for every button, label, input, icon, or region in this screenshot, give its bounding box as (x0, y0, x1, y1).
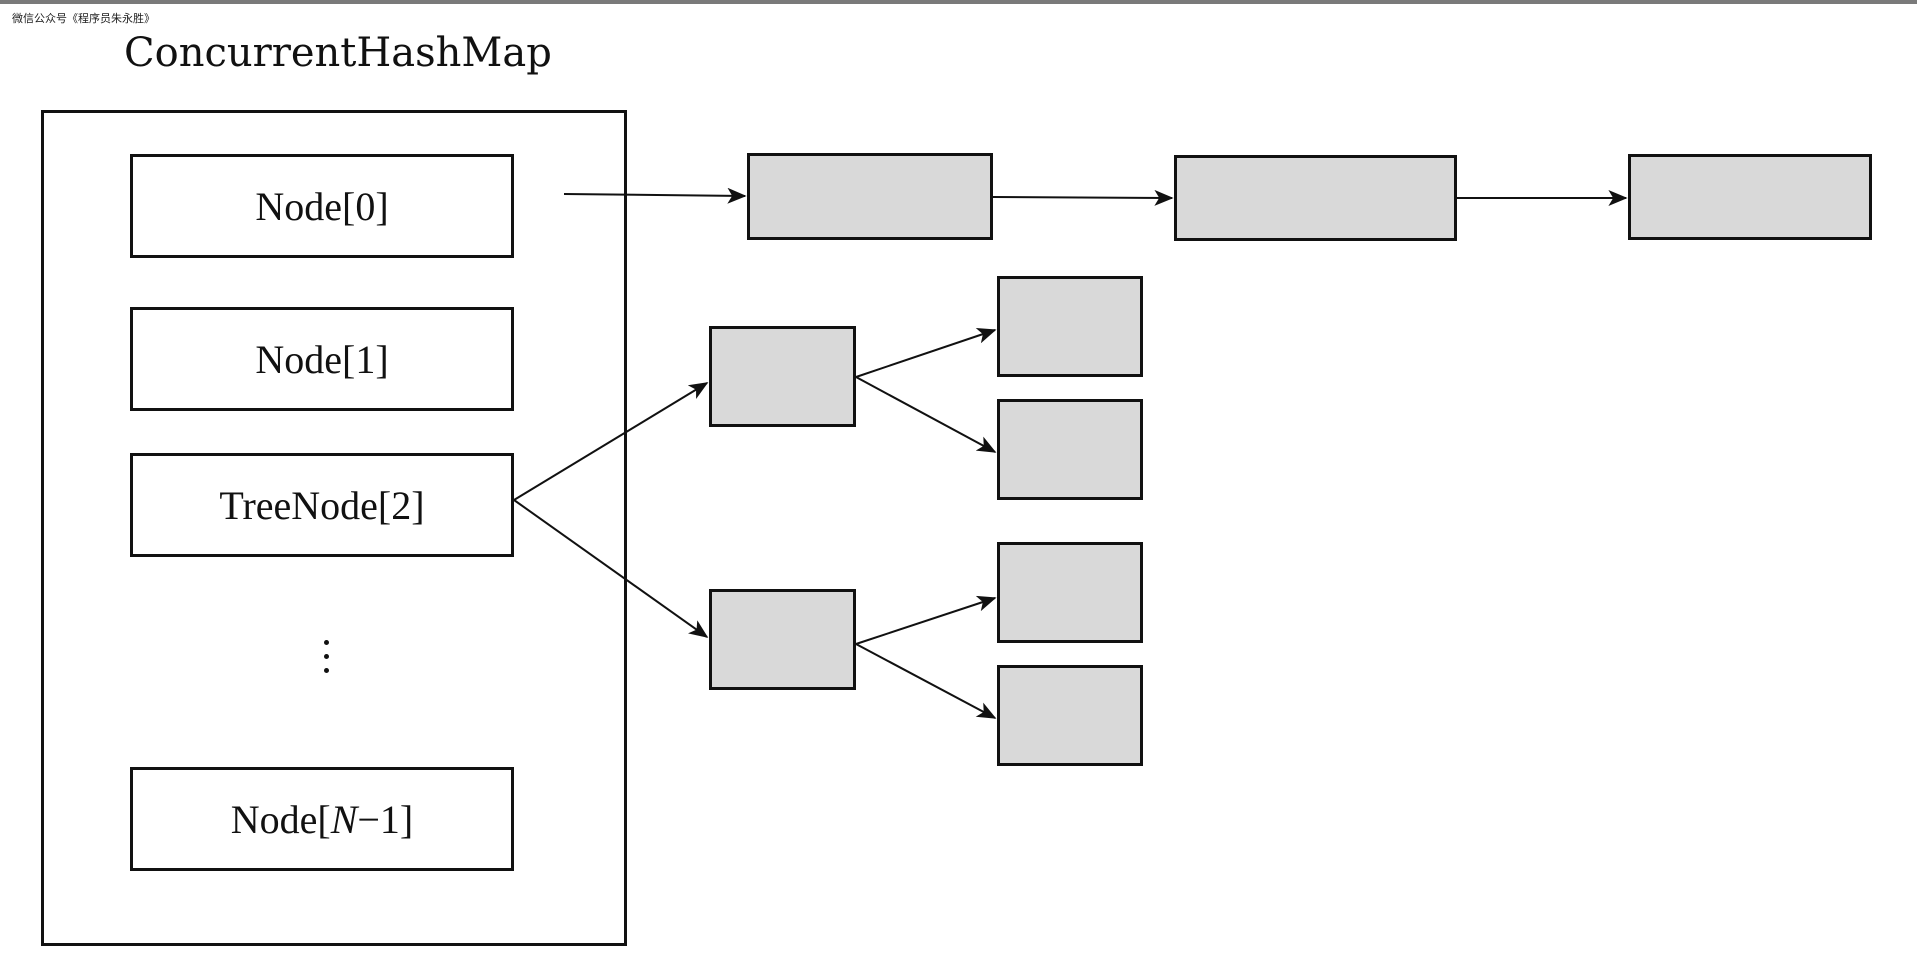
slot-node-0: Node[0] (130, 154, 514, 258)
slot-node-0-label: Node[0] (255, 183, 389, 229)
arrow-tree-to-upper (513, 382, 709, 501)
list-node-1 (747, 153, 993, 240)
slot-treenode-2-label: TreeNode[2] (219, 482, 425, 528)
arrow-upper-to-leaf1 (855, 328, 997, 378)
tree-node-left-lower (709, 589, 856, 690)
slot-node-last-prefix: Node[ (230, 796, 331, 842)
watermark-text: 微信公众号《程序员朱永胜》 (12, 12, 155, 25)
arrow-tree-to-lower (513, 499, 709, 638)
slot-node-1: Node[1] (130, 307, 514, 411)
ellipsis-dot (324, 668, 329, 673)
tree-leaf-1 (997, 276, 1143, 377)
arrow-slot0-to-list1 (563, 187, 747, 204)
slot-node-last-suffix: −1] (357, 796, 414, 842)
tree-leaf-2 (997, 399, 1143, 500)
arrow-lower-to-leaf4 (855, 643, 997, 719)
slot-node-last: Node[N−1] (130, 767, 514, 871)
top-bar (0, 0, 1917, 4)
arrow-lower-to-leaf3 (855, 595, 997, 645)
arrow-upper-to-leaf2 (855, 376, 997, 453)
arrow-list1-to-list2 (992, 189, 1174, 206)
ellipsis-vertical (312, 632, 342, 682)
ellipsis-dot (324, 654, 329, 659)
tree-leaf-4 (997, 665, 1143, 766)
diagram-title: ConcurrentHashMap (124, 30, 552, 76)
slot-treenode-2: TreeNode[2] (130, 453, 514, 557)
ellipsis-dot (324, 640, 329, 645)
slot-node-1-label: Node[1] (255, 336, 389, 382)
tree-node-left-upper (709, 326, 856, 427)
list-node-2 (1174, 155, 1457, 241)
list-node-3 (1628, 154, 1872, 240)
slot-node-last-var: N (330, 796, 358, 842)
tree-leaf-3 (997, 542, 1143, 643)
